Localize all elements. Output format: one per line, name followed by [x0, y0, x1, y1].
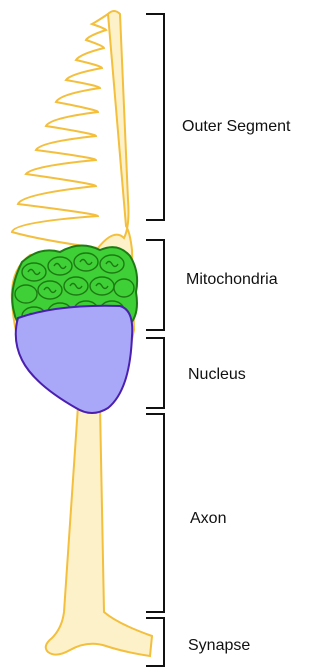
- outer-segment-label: Outer Segment: [182, 119, 291, 135]
- outer-segment-discs: [12, 14, 108, 248]
- synapse-label: Synapse: [188, 638, 250, 654]
- axon-bracket: [146, 414, 164, 612]
- mitochondria-label: Mitochondria: [186, 272, 278, 288]
- outer-segment-bracket: [146, 14, 164, 220]
- axon-label: Axon: [190, 511, 226, 527]
- brackets: [146, 14, 164, 666]
- mitochondria-bracket: [146, 240, 164, 330]
- nucleus-label: Nucleus: [188, 367, 246, 383]
- nucleus-bracket: [146, 338, 164, 408]
- nucleus-shape: [16, 306, 133, 413]
